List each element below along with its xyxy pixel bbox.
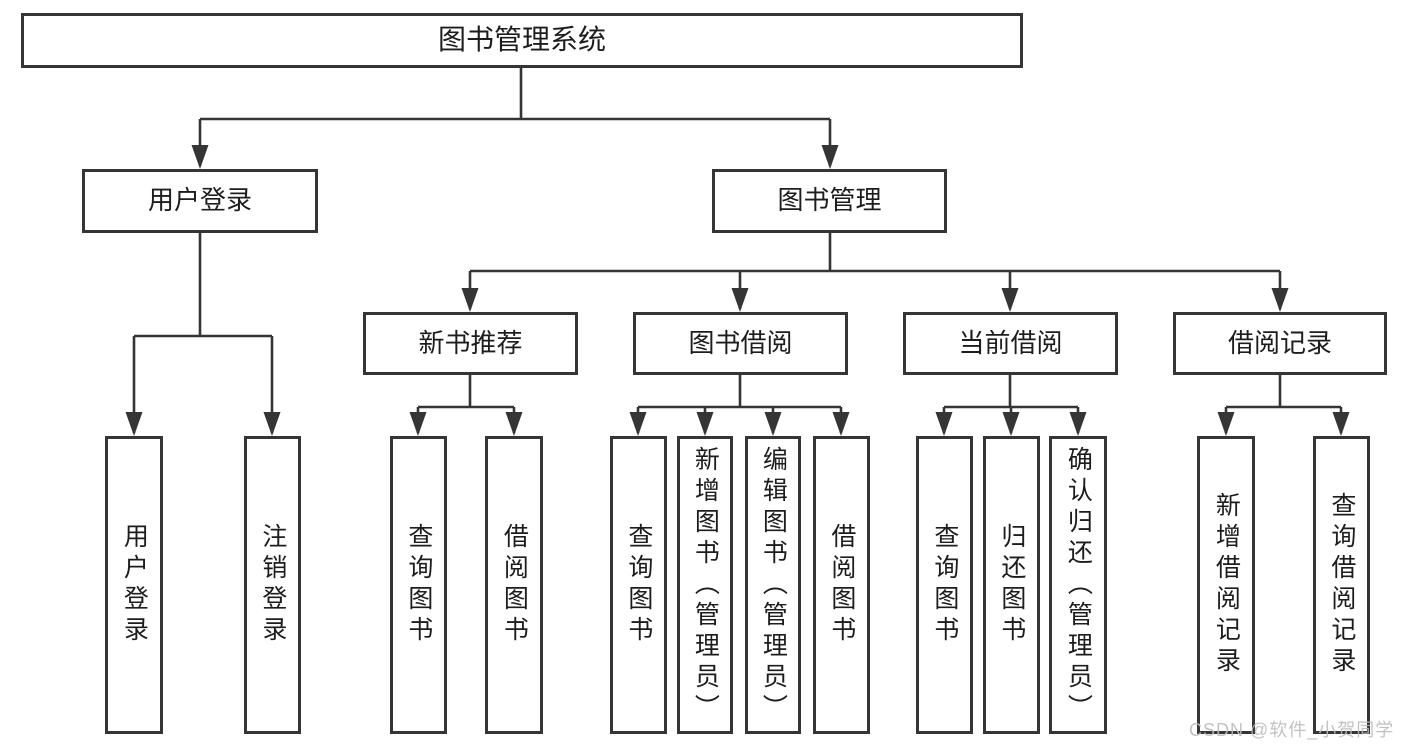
leaf-recommend-borrow-books: 借阅图书 — [485, 436, 543, 734]
node-label: 查询图书 — [930, 523, 959, 647]
node-label: 借阅图书 — [827, 523, 856, 647]
leaf-borrowing-edit-books-admin: 编辑图书（管理员） — [745, 436, 801, 734]
node-label: 图书管理系统 — [437, 24, 606, 56]
node-new-book-recommend: 新书推荐 — [363, 312, 578, 375]
node-label: 确认归还（管理员） — [1064, 445, 1093, 725]
node-label: 当前借阅 — [958, 327, 1063, 358]
node-label: 借阅记录 — [1227, 327, 1332, 358]
node-label: 新增借阅记录 — [1212, 492, 1241, 678]
node-label: 用户登录 — [147, 185, 252, 216]
node-user-login: 用户登录 — [82, 169, 318, 233]
node-label: 查询图书 — [624, 523, 653, 647]
node-label: 注销登录 — [258, 523, 287, 647]
node-label: 查询图书 — [404, 523, 433, 647]
leaf-current-return-books: 归还图书 — [983, 436, 1040, 734]
leaf-current-confirm-return-admin: 确认归还（管理员） — [1049, 436, 1107, 734]
leaf-borrowing-borrow-books: 借阅图书 — [813, 436, 870, 734]
node-label: 图书借阅 — [688, 327, 793, 358]
leaf-user-login: 用户登录 — [105, 436, 163, 734]
node-label: 编辑图书（管理员） — [759, 445, 788, 725]
node-root: 图书管理系统 — [21, 13, 1023, 68]
leaf-records-query-record: 查询借阅记录 — [1313, 436, 1370, 734]
node-label: 新增图书（管理员） — [691, 445, 720, 725]
node-label: 图书管理 — [777, 185, 882, 216]
node-label: 借阅图书 — [500, 523, 529, 647]
node-label: 查询借阅记录 — [1327, 492, 1356, 678]
node-label: 归还图书 — [997, 523, 1026, 647]
csdn-watermark: CSDN @软件_小贺同学 — [1189, 720, 1395, 740]
leaf-records-add-record: 新增借阅记录 — [1197, 436, 1255, 734]
node-current-borrowing: 当前借阅 — [903, 312, 1118, 375]
node-borrow-records: 借阅记录 — [1173, 312, 1387, 375]
leaf-borrowing-query-books: 查询图书 — [610, 436, 667, 734]
leaf-logout: 注销登录 — [244, 436, 301, 734]
leaf-borrowing-add-books-admin: 新增图书（管理员） — [677, 436, 733, 734]
leaf-recommend-query-books: 查询图书 — [390, 436, 447, 734]
node-label: 用户登录 — [120, 523, 149, 647]
node-label: 新书推荐 — [418, 327, 523, 358]
leaf-current-query-books: 查询图书 — [916, 436, 973, 734]
node-book-management: 图书管理 — [712, 169, 947, 233]
node-book-borrowing: 图书借阅 — [633, 312, 848, 375]
